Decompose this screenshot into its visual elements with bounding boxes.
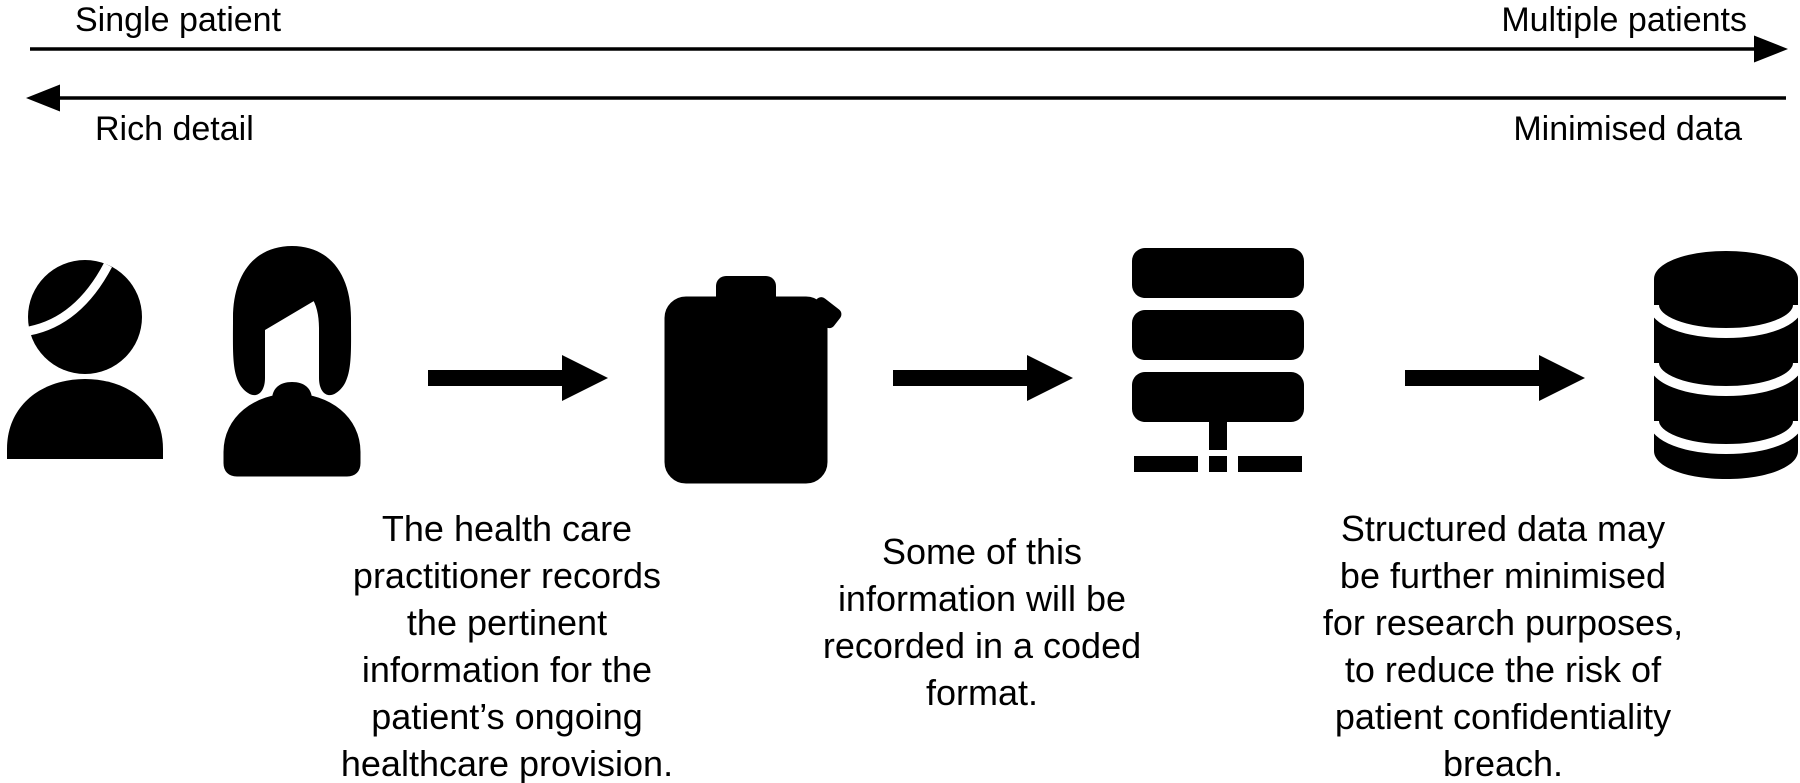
- axis-label-single-patient: Single patient: [75, 1, 282, 39]
- axis-label-multiple-patients: Multiple patients: [1501, 1, 1747, 39]
- flow-arrow-icon: [1405, 353, 1585, 403]
- caption-coded-format: Some of this information will be recorde…: [822, 531, 1142, 713]
- axis-label-minimised-data: Minimised data: [1513, 110, 1742, 148]
- patient-icon: [5, 253, 165, 459]
- axis-arrows: [26, 35, 1788, 112]
- caption-practitioner-records: The health care practitioner records the…: [340, 508, 674, 783]
- flow-arrow-icon: [893, 353, 1073, 403]
- flow-arrow-icon: [428, 353, 608, 403]
- axis-label-rich-detail: Rich detail: [95, 110, 254, 148]
- database-icon: [1652, 249, 1800, 481]
- doctor-icon: [212, 242, 372, 477]
- clipboard-pencil-icon: [664, 274, 859, 484]
- right-arrow-line: [30, 35, 1788, 63]
- left-arrow-line: [26, 84, 1786, 112]
- caption-data-minimised: Structured data may be further minimised…: [1322, 508, 1684, 783]
- server-icon: [1132, 248, 1304, 473]
